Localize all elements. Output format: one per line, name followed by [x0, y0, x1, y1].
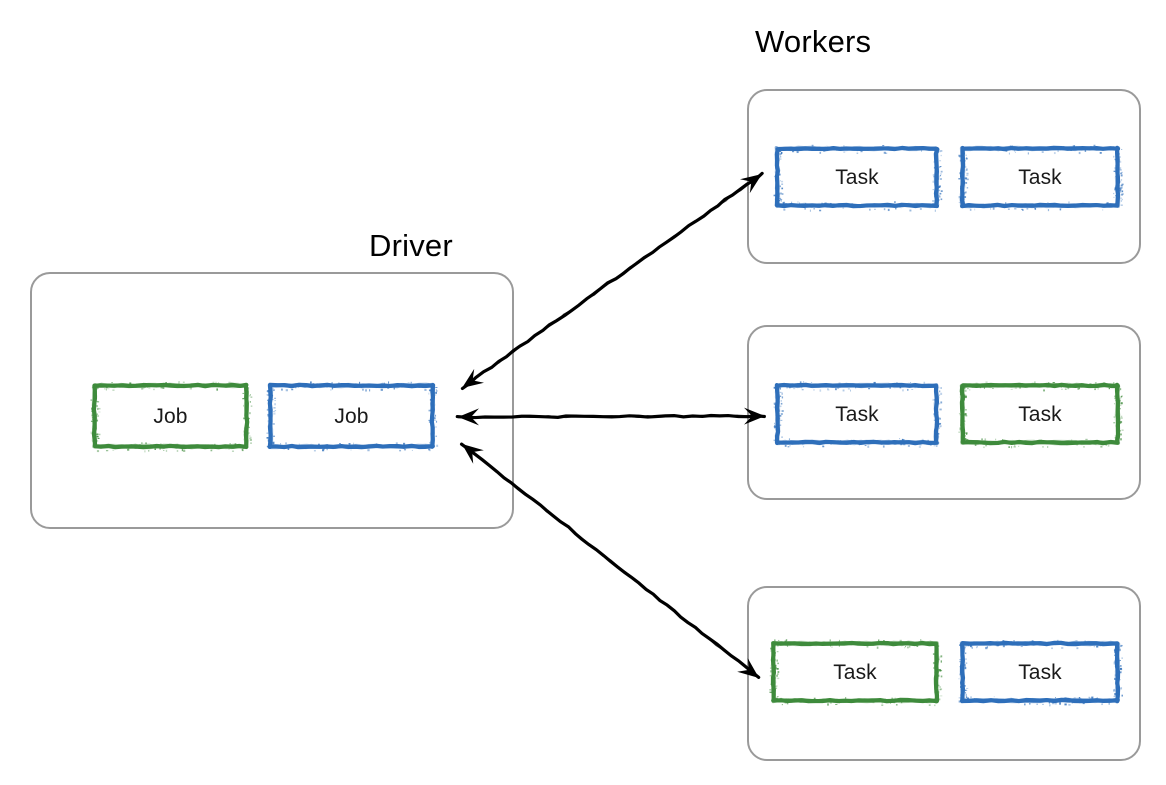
task-node-w3-1[interactable]: Task	[769, 639, 943, 707]
task-node-w3-1-label: Task	[833, 660, 877, 684]
task-node-w3-1-fill	[776, 646, 934, 698]
task-node-w1-2-fill	[965, 151, 1115, 203]
job-node-1-fill	[97, 388, 244, 444]
task-node-w1-2[interactable]: Task	[958, 144, 1124, 212]
job-node-1[interactable]: Job	[90, 381, 253, 453]
driver-section-title: Driver	[369, 228, 453, 263]
task-node-w1-1-label: Task	[835, 165, 879, 189]
task-node-w1-1[interactable]: Task	[773, 144, 943, 212]
driver-to-worker-1[interactable]	[460, 171, 764, 391]
task-node-w3-2[interactable]: Task	[958, 639, 1123, 707]
task-node-w2-2[interactable]: Task	[958, 381, 1124, 449]
task-node-w3-2-label: Task	[1018, 660, 1062, 684]
task-node-w1-2-label: Task	[1018, 165, 1062, 189]
job-node-2[interactable]: Job	[266, 381, 439, 452]
task-node-w2-1[interactable]: Task	[773, 381, 943, 448]
task-node-w2-2-fill	[965, 388, 1115, 440]
task-node-w2-1-label: Task	[835, 402, 879, 426]
job-node-2-fill	[273, 388, 430, 444]
task-node-w3-2-fill	[965, 646, 1115, 698]
task-node-w2-1-fill	[780, 388, 934, 440]
workers-section-title: Workers	[755, 24, 872, 59]
driver-to-worker-3[interactable]	[459, 442, 761, 679]
job-node-1-label: Job	[153, 404, 188, 428]
job-node-2-label: Job	[334, 404, 369, 428]
driver-to-worker-2[interactable]	[455, 407, 766, 426]
task-node-w2-2-label: Task	[1018, 402, 1062, 426]
task-node-w1-1-fill	[780, 151, 934, 203]
